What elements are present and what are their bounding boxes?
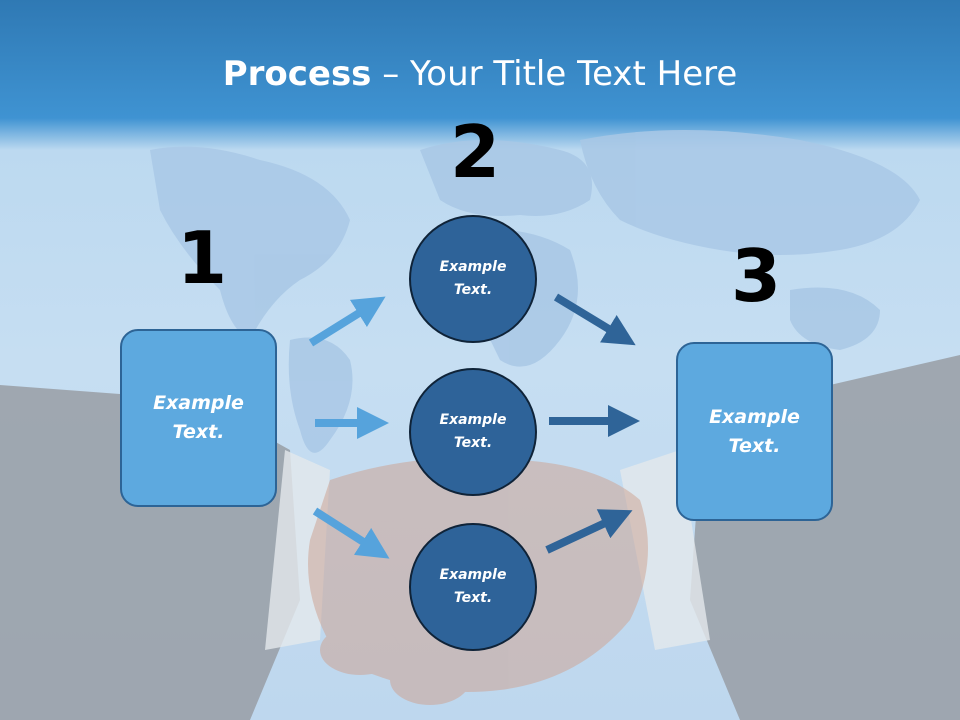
step-1-line2: Text. <box>172 421 225 443</box>
circle-top-line2: Text. <box>453 282 493 298</box>
circle-top-line1: Example <box>439 259 507 275</box>
slide-title: Process – Your Title Text Here <box>0 52 960 96</box>
step-1-box: Example Text. <box>120 329 277 507</box>
arrow-right-down-2 <box>553 293 636 346</box>
circle-bottom-line2: Text. <box>453 590 493 606</box>
step-3-line2: Text. <box>728 434 781 457</box>
arrow-right-up-1 <box>308 296 386 347</box>
step-number-1: 1 <box>177 216 228 300</box>
step-3-box: Example Text. <box>676 342 833 521</box>
step-1-line1: Example <box>153 392 244 414</box>
arrow-right-up-2 <box>545 509 633 554</box>
circle-bottom-line1: Example <box>439 567 507 583</box>
title-bold: Process <box>222 54 372 94</box>
step-number-3: 3 <box>731 234 782 318</box>
circle-middle-line1: Example <box>439 412 507 428</box>
circle-bottom: Example Text. <box>409 523 537 651</box>
circle-middle-line2: Text. <box>453 435 493 451</box>
title-rest: – Your Title Text Here <box>371 54 738 94</box>
circle-top: Example Text. <box>409 215 537 343</box>
step-number-2: 2 <box>450 110 501 194</box>
arrow-right-down-1 <box>312 507 390 559</box>
step-3-line1: Example <box>709 405 800 428</box>
circle-middle: Example Text. <box>409 368 537 496</box>
